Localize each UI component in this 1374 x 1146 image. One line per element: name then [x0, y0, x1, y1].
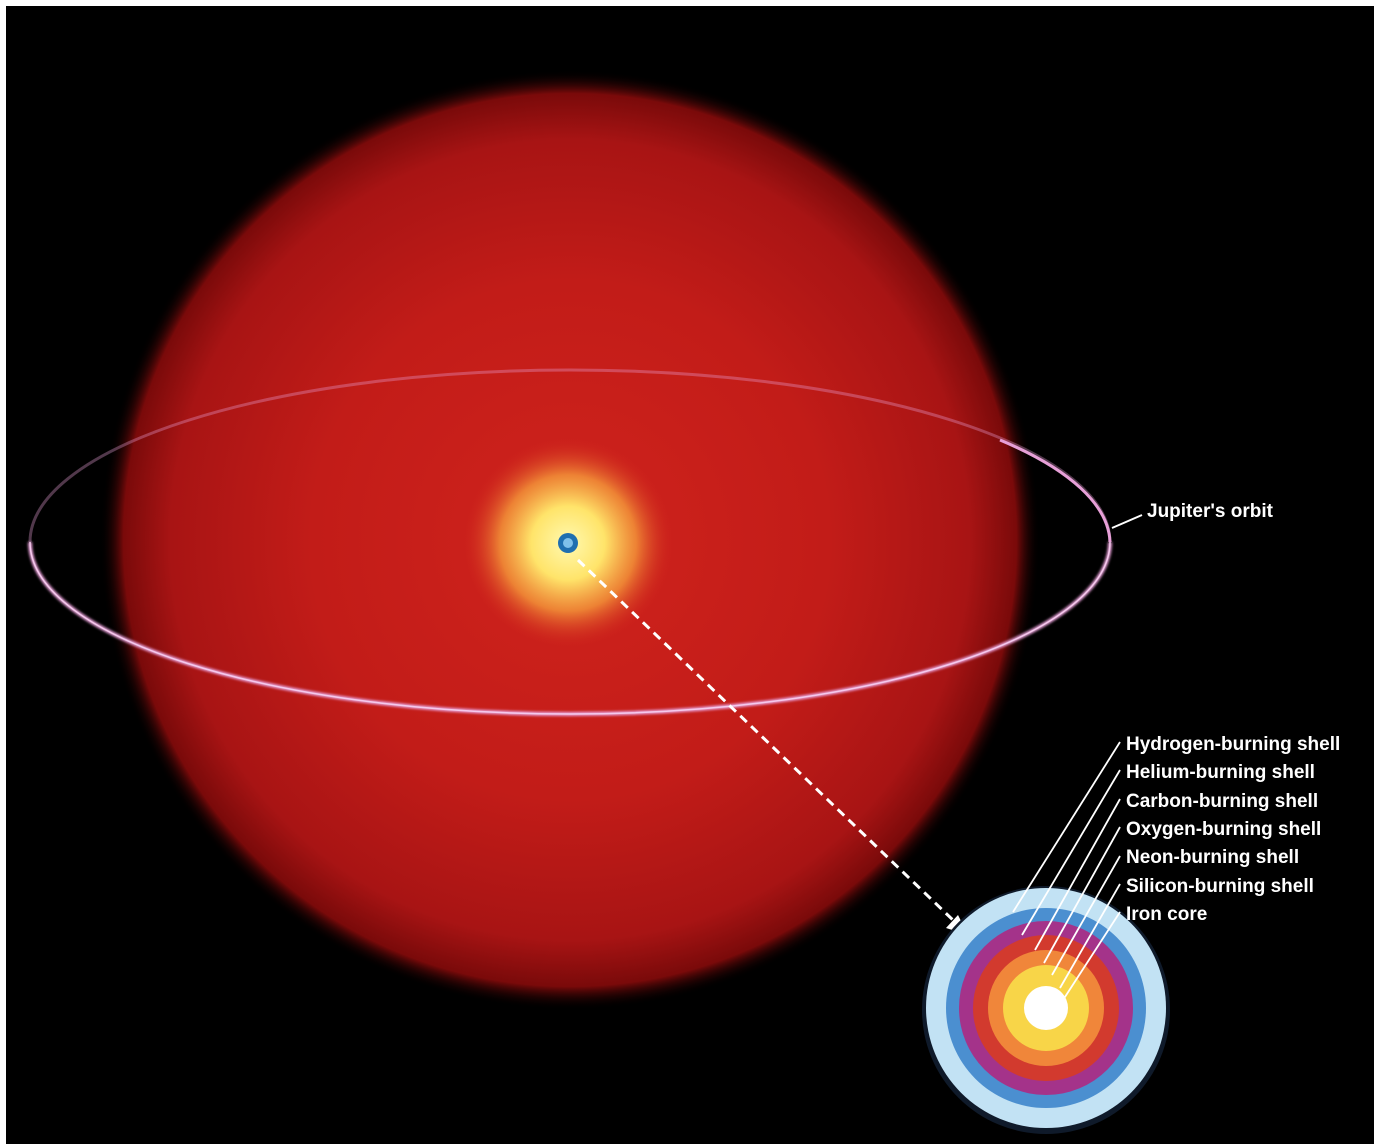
leader-iron: [1062, 911, 1121, 1001]
label-helium-shell: Helium-burning shell: [1126, 762, 1315, 783]
jupiter-orbit-label: Jupiter's orbit: [1147, 501, 1274, 522]
leader-neon: [1051, 855, 1121, 976]
leader-silicon: [1059, 883, 1121, 989]
label-hydrogen-shell: Hydrogen-burning shell: [1126, 734, 1340, 755]
leader-helium: [1021, 769, 1121, 936]
leader-oxygen: [1043, 826, 1121, 964]
label-iron-core: Iron core: [1126, 904, 1207, 925]
shell-leader-lines: [1012, 741, 1121, 1001]
red-supergiant-illustration: Jupiter's orbit Hydrogen-burning shell H…: [6, 6, 1374, 1144]
label-neon-shell: Neon-burning shell: [1126, 847, 1299, 868]
orbit-leader-line: [1111, 514, 1143, 529]
orbit-back-arc: [28, 368, 1112, 543]
redaction-bar: [6, 22, 1248, 70]
blue-dot-icon: [558, 533, 578, 553]
iron-core: [1024, 986, 1068, 1030]
orbit-right-edge: [999, 438, 1112, 543]
label-oxygen-shell: Oxygen-burning shell: [1126, 819, 1321, 840]
orbit-front-highlight: [29, 541, 1111, 715]
label-carbon-shell: Carbon-burning shell: [1126, 791, 1318, 812]
label-silicon-shell: Silicon-burning shell: [1126, 876, 1314, 897]
leader-hydrogen: [1012, 741, 1121, 913]
leader-carbon: [1034, 798, 1121, 951]
diagram-canvas: Jupiter's orbit Hydrogen-burning shell H…: [6, 6, 1374, 1144]
